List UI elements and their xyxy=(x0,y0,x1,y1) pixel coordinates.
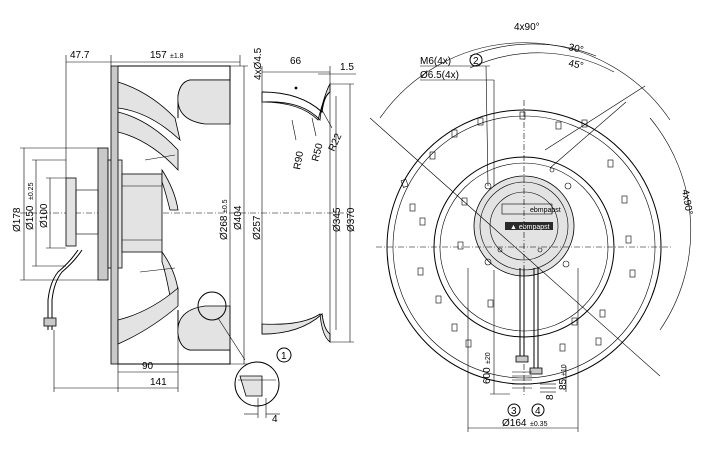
dim-30: 30° xyxy=(567,42,584,56)
dim-600: 600 xyxy=(482,367,493,384)
dim-66: 66 xyxy=(290,56,302,67)
hub-brand: ebmpapst xyxy=(530,207,561,214)
callout-3: 3 xyxy=(511,406,517,417)
dim-600-tol: ±20 xyxy=(485,352,492,364)
dim-100: Ø100 xyxy=(39,203,50,228)
front-view: ebmpapst ▲ ebmpapst xyxy=(369,85,672,395)
dim-268: Ø268 xyxy=(219,215,230,240)
dim-150: Ø150 xyxy=(25,205,36,230)
motor-flange xyxy=(97,147,109,281)
dim-1-5: 1.5 xyxy=(340,62,354,73)
dim-370: Ø370 xyxy=(346,207,357,232)
inlet-ring-section: 66 1.5 4xØ4.5 Ø257 Ø345 Ø370 R90 R50 R22 xyxy=(250,47,357,343)
cables xyxy=(512,268,556,393)
side-view xyxy=(20,65,250,365)
detail-1: 4 1 xyxy=(234,347,292,425)
dim-90: 90 xyxy=(142,361,154,372)
dim-157: 157 xyxy=(150,50,167,61)
dim-4x45: 4xØ4.5 xyxy=(253,47,264,80)
dim-r22: R22 xyxy=(327,132,345,154)
dim-164: Ø164 xyxy=(502,418,527,429)
dim-45: 45° xyxy=(567,58,584,72)
blade-tips xyxy=(400,111,636,352)
dim-85: 85 xyxy=(558,378,569,390)
dim-268-tol: ±0.5 xyxy=(222,199,229,213)
dim-345: Ø345 xyxy=(332,207,343,232)
backplate xyxy=(110,65,119,365)
dim-141: 141 xyxy=(150,377,167,388)
dim-47-7: 47.7 xyxy=(70,50,90,61)
dim-4x90-right: 4x90° xyxy=(679,189,694,216)
dim-157-tol: ±1.8 xyxy=(170,53,184,60)
dim-178: Ø178 xyxy=(12,207,23,232)
callout-2: 2 xyxy=(473,56,479,67)
dim-4x90-top: 4x90° xyxy=(514,22,540,33)
dim-4: 4 xyxy=(272,414,278,425)
dim-150-tol: ±0.25 xyxy=(28,182,35,200)
dim-r50: R50 xyxy=(310,142,325,163)
hub-plate-text: ▲ ebmpapst xyxy=(510,224,550,231)
callout-1: 1 xyxy=(281,351,287,362)
dim-6-5: Ø6.5(4x) xyxy=(420,70,459,81)
front-dimensions: 4x90° 30° 45° 4x90° M6(4x) 2 Ø6.5(4x) 60… xyxy=(379,22,694,432)
dim-404: Ø404 xyxy=(233,205,244,230)
dim-r90: R90 xyxy=(292,150,306,170)
dim-m6: M6(4x) xyxy=(420,56,451,67)
dim-164-tol: ±0.35 xyxy=(530,421,548,428)
dim-257: Ø257 xyxy=(252,215,263,240)
side-dimensions: 47.7 157 ±1.8 Ø178 Ø150 ±0.25 Ø100 Ø268 … xyxy=(12,50,248,392)
callout-4: 4 xyxy=(535,406,541,417)
dim-85-tol: ±10 xyxy=(561,364,568,376)
dim-8: 8 xyxy=(545,394,556,400)
